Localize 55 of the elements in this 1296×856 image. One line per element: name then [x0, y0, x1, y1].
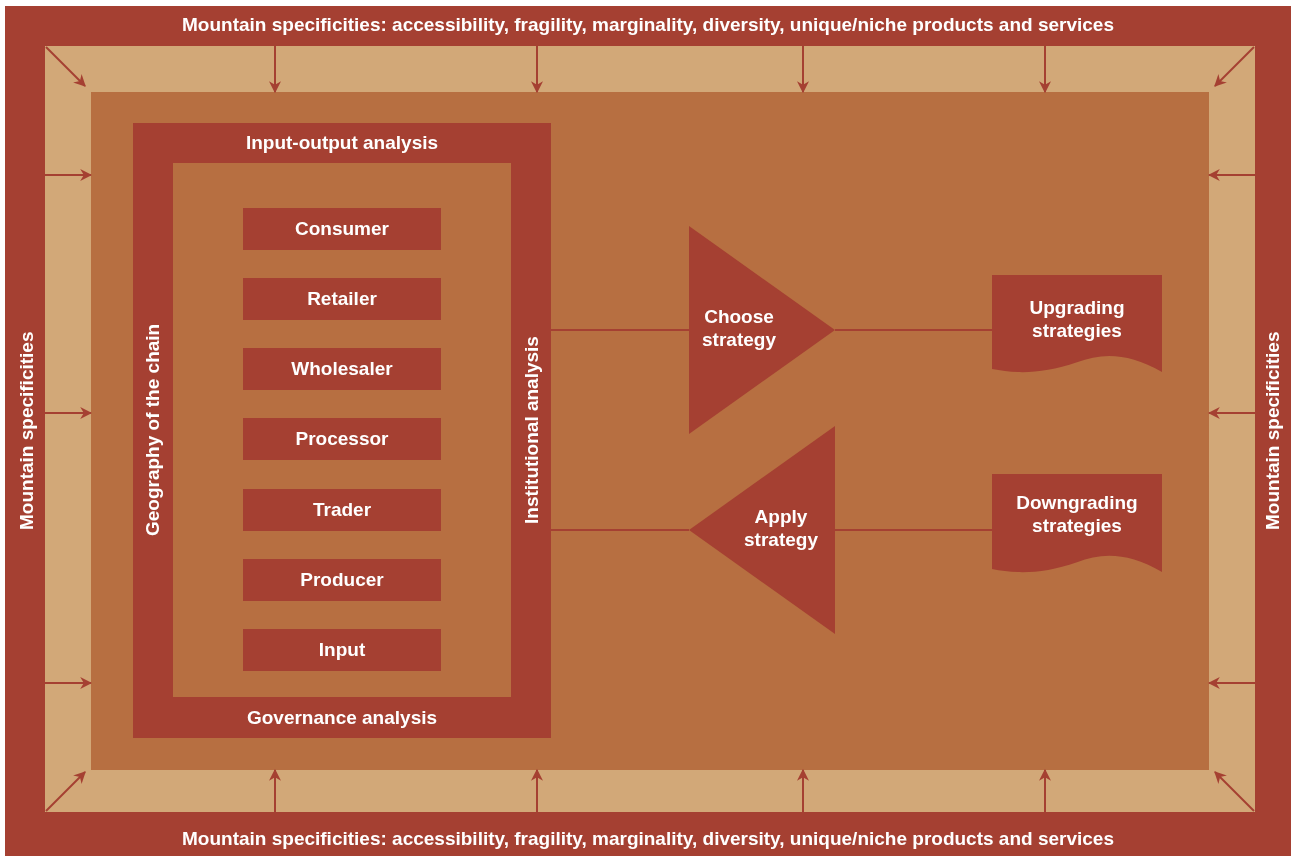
- analysis-label: Input-output analysis: [244, 132, 440, 155]
- stage-box: [243, 559, 441, 601]
- node-label: Upgrading strategies: [1028, 297, 1126, 343]
- node-label: Processor: [294, 428, 390, 451]
- stage-box: [243, 418, 441, 460]
- connector-line: [550, 329, 690, 331]
- arrow: [1039, 45, 1051, 94]
- arrow: [44, 677, 93, 689]
- stage-box: [243, 489, 441, 531]
- node-label: Wholesaler: [290, 358, 394, 381]
- stage-box: [243, 348, 441, 390]
- analysis-label: Geography of the chain: [140, 322, 164, 539]
- stage-box: [243, 278, 441, 320]
- arrow: [44, 169, 93, 181]
- arrow: [1207, 169, 1256, 181]
- arrow: [797, 768, 809, 813]
- arrow: [531, 45, 543, 94]
- document-shape: [992, 275, 1162, 372]
- content-panel: [91, 92, 1209, 770]
- frame-heading: Mountain specificities: accessibility, fragility, marginality, diversity, unique/niche products and services: [181, 14, 1115, 37]
- connector-line: [550, 529, 690, 531]
- node-label: Retailer: [306, 288, 378, 311]
- analysis-frame: [133, 123, 551, 738]
- arrow: [531, 768, 543, 813]
- node-label: Producer: [299, 569, 385, 592]
- frame-side-label: Mountain specificities: [1260, 330, 1284, 533]
- node-label: Trader: [311, 499, 373, 522]
- arrow: [1214, 771, 1255, 812]
- arrow: [269, 45, 281, 94]
- node-label: Input: [317, 639, 367, 662]
- analysis-label: Institutional analysis: [519, 335, 543, 526]
- frame-footer: Mountain specificities: accessibility, fragility, marginality, diversity, unique/niche products and services: [5, 828, 1291, 851]
- node-label: Choose strategy: [701, 306, 777, 352]
- stage-box: [243, 208, 441, 250]
- arrow: [44, 407, 93, 419]
- arrow: [1207, 677, 1256, 689]
- outer-frame: [5, 6, 1291, 856]
- document-shape: [992, 474, 1162, 572]
- arrow: [1214, 46, 1255, 87]
- node-label: Apply strategy: [743, 506, 819, 552]
- frame-side-label: Mountain specificities: [14, 330, 38, 533]
- arrow: [1039, 768, 1051, 813]
- arrow: [45, 771, 86, 812]
- analysis-label: Governance analysis: [245, 707, 439, 730]
- stage-box: [243, 629, 441, 671]
- arrow: [269, 768, 281, 813]
- triangle-shape: [689, 426, 835, 634]
- connector-line: [834, 329, 993, 331]
- arrow: [1207, 407, 1256, 419]
- arrow: [45, 46, 86, 87]
- node-label: Downgrading strategies: [1015, 492, 1139, 538]
- arrow: [797, 45, 809, 94]
- connector-line: [834, 529, 993, 531]
- triangle-shape: [689, 226, 835, 434]
- node-label: Consumer: [294, 218, 390, 241]
